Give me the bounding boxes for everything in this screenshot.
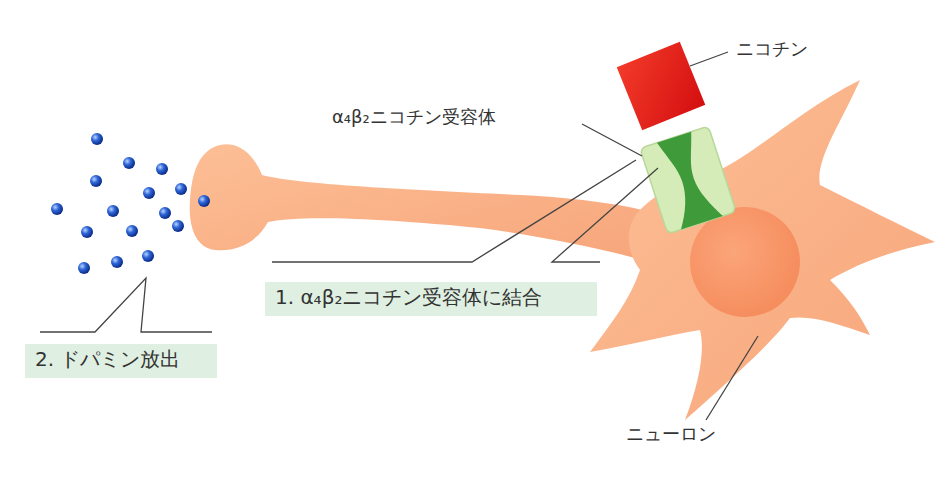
dopamine-dot [156,163,168,175]
leader-line [690,52,728,66]
leader-line [552,168,658,262]
dopamine-dot [175,183,187,195]
leader-line [40,278,212,332]
leader-line [706,336,758,420]
dopamine-dot [81,226,93,238]
dopamine-dot [126,225,138,237]
dopamine-dots [51,133,210,274]
receptor [640,126,736,234]
dopamine-dot [51,203,63,215]
leader-line [582,124,642,156]
dopamine-dot [198,195,210,207]
step-text: 2. ドパミン放出 [35,347,180,371]
leader-line [272,160,636,262]
step-text: 1. α₄β₂ニコチン受容体に結合 [275,285,542,309]
dopamine-dot [91,133,103,145]
dopamine-dot [107,205,119,217]
dopamine-dot [90,175,102,187]
axon [190,144,660,262]
dopamine-dot [159,207,171,219]
dopamine-dot [78,262,90,274]
step-band: 1. α₄β₂ニコチン受容体に結合 [265,282,597,316]
neuron-body [590,80,935,420]
neuron-label: ニューロン [626,423,716,445]
receptor-channel [653,130,723,229]
nicotine-molecule [617,42,706,131]
dopamine-dot [111,256,123,268]
receptor-outer [640,126,736,234]
dopamine-dot [142,250,154,262]
nucleus [690,207,800,317]
dopamine-dot [123,157,135,169]
dopamine-dot [143,187,155,199]
nicotine-label: ニコチン [736,38,808,60]
receptor-label: α₄β₂ニコチン受容体 [332,106,496,128]
dopamine-dot [172,220,184,232]
step-band: 2. ドパミン放出 [25,344,217,378]
